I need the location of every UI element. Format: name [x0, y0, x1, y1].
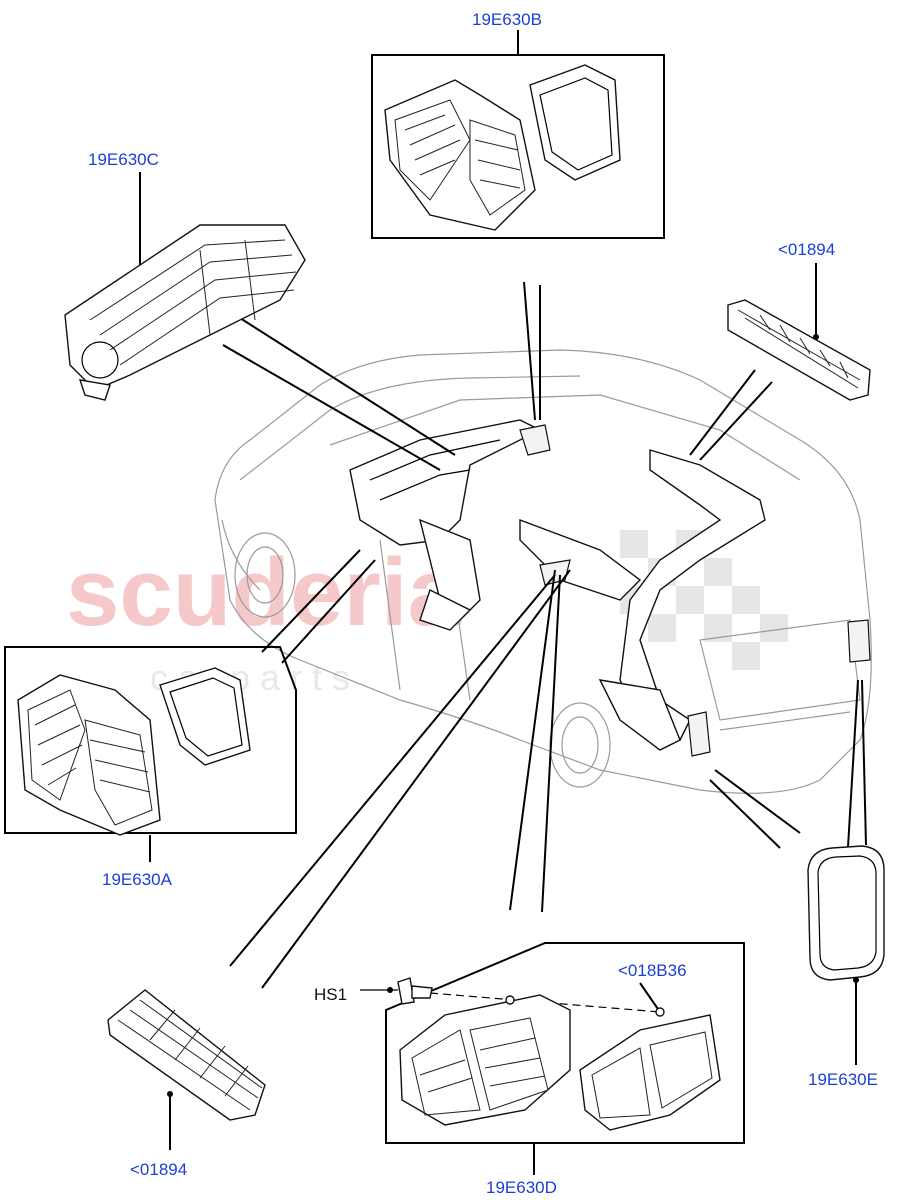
part-box-19e630b [371, 54, 665, 239]
vent-assembly-b [384, 64, 621, 231]
side-vent-marker [655, 1007, 665, 1017]
screw-hs1 [387, 977, 433, 1005]
label-side-vent: <018B36 [618, 961, 687, 980]
vent-assembly-d [399, 994, 721, 1131]
floor-vent [107, 989, 266, 1121]
part-box-19e630d [385, 942, 745, 1144]
leader-lines [139, 30, 867, 1175]
vent-assembly-a [17, 667, 251, 836]
label-hs1: HS1 [314, 985, 347, 1004]
vent-assembly-c [64, 224, 306, 401]
rear-vent-marker [853, 977, 859, 983]
roof-vent [727, 299, 871, 401]
duct-assembly [349, 419, 871, 757]
vent-assembly-e [807, 845, 885, 983]
label-19e630c: 19E630C [88, 150, 159, 169]
label-roof-vent: <01894 [778, 240, 835, 259]
label-19e630d: 19E630D [486, 1178, 557, 1197]
floor-vent-marker [167, 1091, 173, 1097]
roof-vent-marker [813, 334, 819, 340]
label-19e630e: 19E630E [808, 1070, 878, 1089]
part-box-19e630a [4, 646, 297, 836]
label-floor-vent: <01894 [130, 1160, 187, 1179]
label-19e630b: 19E630B [472, 10, 542, 29]
watermark-text: scuderia [66, 539, 461, 646]
label-19e630a: 19E630A [102, 870, 173, 889]
clip-marker [505, 995, 515, 1005]
